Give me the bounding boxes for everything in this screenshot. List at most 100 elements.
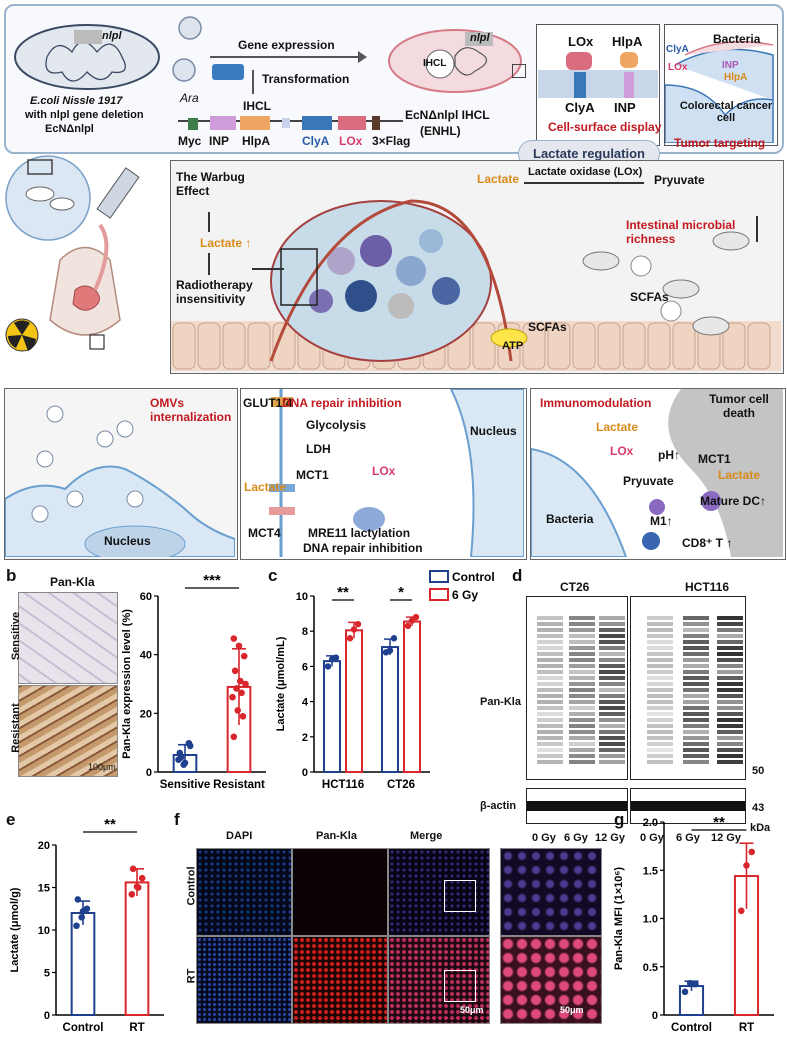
if-control-dapi <box>196 848 292 936</box>
blot-band <box>647 634 673 638</box>
if-scale-2: 50μm <box>560 1005 584 1015</box>
if-control-pankla <box>292 848 388 936</box>
mature-dc-label: Mature DC↑ <box>700 494 766 508</box>
blot-band <box>569 646 595 650</box>
blot-band <box>537 640 563 644</box>
blot-band <box>569 760 595 764</box>
panel-letter-f: f <box>174 810 180 830</box>
blot-band <box>569 634 595 638</box>
blot-band <box>647 628 673 632</box>
y-tick-label: 4 <box>302 697 309 709</box>
blot-band <box>599 724 625 728</box>
scfas-lower-label: SCFAs <box>528 320 567 334</box>
x-tick-label: Control <box>63 1022 104 1034</box>
x-tick-label: Control <box>671 1022 712 1034</box>
blot-band <box>599 640 625 644</box>
blot-band <box>599 730 625 734</box>
data-point <box>748 849 755 856</box>
blot-lane-1: 0 Gy <box>532 832 556 844</box>
blot-band <box>717 682 743 686</box>
bar <box>324 661 340 772</box>
blot-band <box>717 736 743 740</box>
x-tick-label: CT26 <box>387 779 415 791</box>
panel-letter-b: b <box>6 566 16 586</box>
blot-band <box>569 676 595 680</box>
significance-label: ** <box>337 584 349 601</box>
blot-band <box>647 760 673 764</box>
glycolysis-label: Glycolysis <box>306 418 366 432</box>
y-tick-label: 6 <box>302 661 308 673</box>
data-point <box>78 914 85 921</box>
data-point <box>743 862 750 869</box>
blot-band <box>537 688 563 692</box>
blot-band <box>717 628 743 632</box>
blot-band <box>717 694 743 698</box>
blot-band <box>717 718 743 722</box>
blot-band <box>599 670 625 674</box>
significance-label: ** <box>104 816 116 833</box>
blot-band <box>647 658 673 662</box>
epithelial-cell <box>748 323 770 369</box>
blot-band <box>717 616 743 620</box>
blot-band <box>717 652 743 656</box>
engineered-name: EcNΔnlpl IHCL <box>405 108 490 122</box>
data-point <box>129 891 136 898</box>
blot-band <box>569 718 595 722</box>
construct-hlpa: HlpA <box>242 134 270 148</box>
blot-band <box>599 634 625 638</box>
blot-band <box>683 670 709 674</box>
immuno-lactate-right-label: Lactate <box>718 468 760 482</box>
blot-band <box>599 706 625 710</box>
tumor-caption: Tumor targeting <box>674 136 765 150</box>
blot-band <box>537 736 563 740</box>
blot-band <box>683 742 709 746</box>
blot-pankla-label: Pan-Kla <box>480 696 521 708</box>
blot-band <box>647 682 673 686</box>
ecn-bacterium-icon <box>12 22 162 92</box>
blot-band <box>647 736 673 740</box>
blot-band <box>717 700 743 704</box>
blot-band <box>537 622 563 626</box>
blot-band <box>537 760 563 764</box>
data-point <box>355 621 361 627</box>
epithelial-cell <box>198 323 220 369</box>
y-tick-label: 0 <box>652 1010 658 1022</box>
blot-band <box>537 664 563 668</box>
blot-band <box>647 754 673 758</box>
blot-band <box>537 742 563 746</box>
immuno-lactate-label: Lactate <box>596 420 638 434</box>
blot-band <box>569 622 595 626</box>
dna-nucleus-label: Nucleus <box>470 424 517 438</box>
blot-band <box>537 712 563 716</box>
blot-band <box>683 736 709 740</box>
blot-lane-2: 6 Gy <box>564 832 588 844</box>
blot-band <box>569 748 595 752</box>
display-caption: Cell-surface display <box>548 120 661 134</box>
y-tick-label: 10 <box>38 925 50 937</box>
data-point <box>130 866 137 873</box>
tumor-inp: INP <box>722 60 739 71</box>
if-rt-zoom <box>500 936 602 1024</box>
y-tick-label: 0 <box>44 1010 50 1022</box>
blot-band <box>717 622 743 626</box>
blot-band <box>717 730 743 734</box>
y-axis-title: Lactate (μmol/mL) <box>275 636 287 731</box>
lactate-oxidase-label: Lactate oxidase (LOx) <box>528 166 642 178</box>
blot-band <box>599 694 625 698</box>
tumor-hlpa: HlpA <box>724 72 747 83</box>
blot-band <box>537 676 563 680</box>
ihc-sensitive-image <box>18 592 118 684</box>
legend-swatch <box>430 571 448 582</box>
y-tick-label: 0.5 <box>643 962 658 974</box>
blot-band <box>717 748 743 752</box>
blot-mw-50: 50 <box>752 765 764 777</box>
y-tick-label: 0 <box>302 767 308 779</box>
engineered-gene-label: nlpl <box>470 32 490 44</box>
transformation-arrow <box>252 70 254 94</box>
blot-band <box>717 646 743 650</box>
data-point <box>682 989 689 996</box>
ihc-resistant-label: Resistant <box>10 703 22 753</box>
epithelial-cell <box>573 323 595 369</box>
blot-band <box>683 634 709 638</box>
blot-band <box>683 646 709 650</box>
